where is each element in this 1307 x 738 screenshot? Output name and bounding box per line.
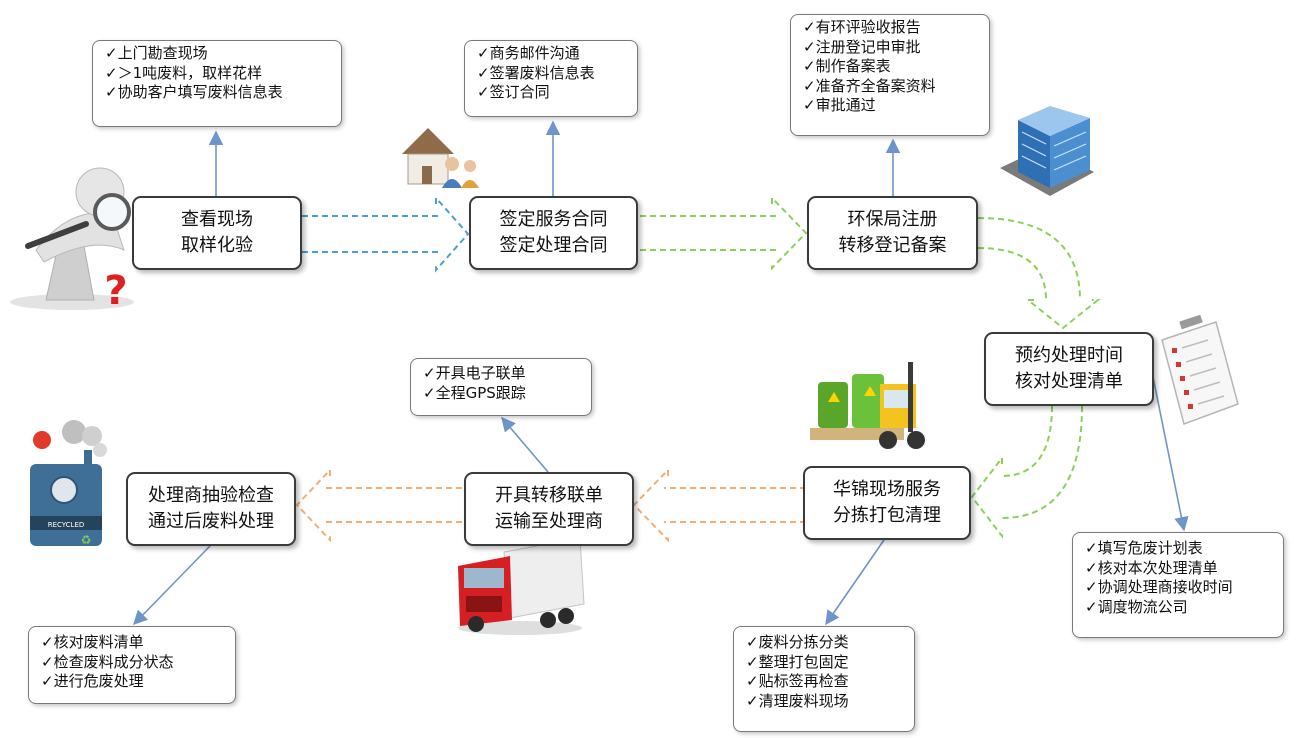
arrow-transfer-to-processor <box>295 467 462 543</box>
step-site-inspection-line1: 查看现场 <box>181 209 253 230</box>
list-item: ✓协调处理商接收时间 <box>1085 578 1233 596</box>
svg-text:?: ? <box>104 268 127 314</box>
step-onsite-service-line1: 华锦现场服务 <box>833 479 941 500</box>
step-processor-check-line1: 处理商抽验检查 <box>148 485 274 506</box>
list-item: ✓协助客户填写废料信息表 <box>105 83 283 101</box>
recycling-machine-icon: RECYCLED ♻ <box>30 420 107 547</box>
step-epb-registration-line2: 转移登记备案 <box>838 235 947 256</box>
red-truck-icon <box>458 537 585 635</box>
arrow-schedule-to-onsite <box>970 405 1083 539</box>
note-schedule-processing: ✓填写危废计划表 ✓核对本次处理清单 ✓协调处理商接收时间 ✓调度物流公司 <box>1072 532 1284 638</box>
step-site-inspection-line2: 取样化验 <box>181 235 253 256</box>
step-transfer-manifest: 开具转移联单 运输至处理商 <box>464 472 634 546</box>
note-site-inspection: ✓上门勘查现场 ✓＞1吨废料，取样花样 ✓协助客户填写废料信息表 <box>92 40 342 127</box>
list-item: ✓进行危废处理 <box>41 672 144 690</box>
list-item: ✓＞1吨废料，取样花样 <box>105 63 263 82</box>
house-people-icon <box>402 128 479 188</box>
step-epb-registration-line1: 环保局注册 <box>847 209 938 230</box>
list-item: ✓开具电子联单 <box>423 364 526 382</box>
list-item: ✓准备齐全备案资料 <box>803 76 936 95</box>
step-schedule-processing-line1: 预约处理时间 <box>1015 345 1123 366</box>
step-transfer-manifest-line2: 运输至处理商 <box>495 511 603 532</box>
list-item: ✓签署废料信息表 <box>477 63 595 82</box>
step-epb-registration: 环保局注册 转移登记备案 <box>807 196 978 270</box>
arrow-epb-to-schedule <box>977 217 1101 330</box>
step-onsite-service: 华锦现场服务 分拣打包清理 <box>803 466 971 540</box>
list-item: ✓废料分拣分类 <box>746 633 849 651</box>
step-onsite-service-line2: 分拣打包清理 <box>833 505 941 526</box>
list-item: ✓审批通过 <box>803 96 876 114</box>
list-item: ✓调度物流公司 <box>1085 597 1188 616</box>
step-transfer-manifest-line1: 开具转移联单 <box>495 485 603 506</box>
note-epb-registration: ✓有环评验收报告 ✓注册登记申审批 ✓制作备案表 ✓准备齐全备案资料 ✓审批通过 <box>790 14 990 136</box>
list-item: ✓上门勘查现场 <box>105 44 208 62</box>
list-item: ✓商务邮件沟通 <box>477 44 580 62</box>
list-item: ✓清理废料现场 <box>746 691 849 710</box>
list-item: ✓有环评验收报告 <box>803 18 921 36</box>
list-item: ✓注册登记申审批 <box>803 37 921 56</box>
step-schedule-processing: 预约处理时间 核对处理清单 <box>984 332 1154 406</box>
step-sign-contract-line2: 签定处理合同 <box>499 235 608 256</box>
note-processor-check: ✓核对废料清单 ✓检查废料成分状态 ✓进行危废处理 <box>28 626 236 704</box>
office-building-icon <box>1000 106 1094 196</box>
list-item: ✓核对废料清单 <box>41 633 144 651</box>
list-item: ✓制作备案表 <box>803 57 891 75</box>
arrow-contract-to-epb <box>640 195 808 271</box>
step-site-inspection: 查看现场 取样化验 <box>132 196 302 270</box>
list-item: ✓核对本次处理清单 <box>1085 558 1218 577</box>
list-item: ✓填写危废计划表 <box>1085 539 1203 557</box>
list-item: ✓整理打包固定 <box>746 652 849 671</box>
arrow-onsite-to-transfer <box>632 467 806 543</box>
list-item: ✓签订合同 <box>477 83 550 101</box>
list-item: ✓检查废料成分状态 <box>41 652 174 671</box>
list-item: ✓全程GPS跟踪 <box>423 383 526 402</box>
step-sign-contract-line1: 签定服务合同 <box>499 209 608 230</box>
arrow-inspect-to-contract <box>302 195 470 273</box>
note-sign-contract: ✓商务邮件沟通 ✓签署废料信息表 ✓签订合同 <box>464 40 638 117</box>
list-item: ✓贴标签再检查 <box>746 672 849 690</box>
note-onsite-service: ✓废料分拣分类 ✓整理打包固定 ✓贴标签再检查 ✓清理废料现场 <box>733 626 915 732</box>
checklist-clipboard-icon <box>1161 314 1239 425</box>
forklift-barrels-icon <box>810 362 925 449</box>
step-processor-check-line2: 通过后废料处理 <box>148 511 274 532</box>
connectors <box>132 120 1189 626</box>
step-sign-contract: 签定服务合同 签定处理合同 <box>469 196 638 270</box>
inspector-magnifier-icon: ? <box>10 167 134 314</box>
step-processor-check: 处理商抽验检查 通过后废料处理 <box>126 472 296 546</box>
svg-text:RECYCLED: RECYCLED <box>48 521 85 529</box>
svg-text:♻: ♻ <box>81 533 92 547</box>
note-transfer-manifest: ✓开具电子联单 ✓全程GPS跟踪 <box>410 358 592 416</box>
step-schedule-processing-line2: 核对处理清单 <box>1015 371 1123 392</box>
